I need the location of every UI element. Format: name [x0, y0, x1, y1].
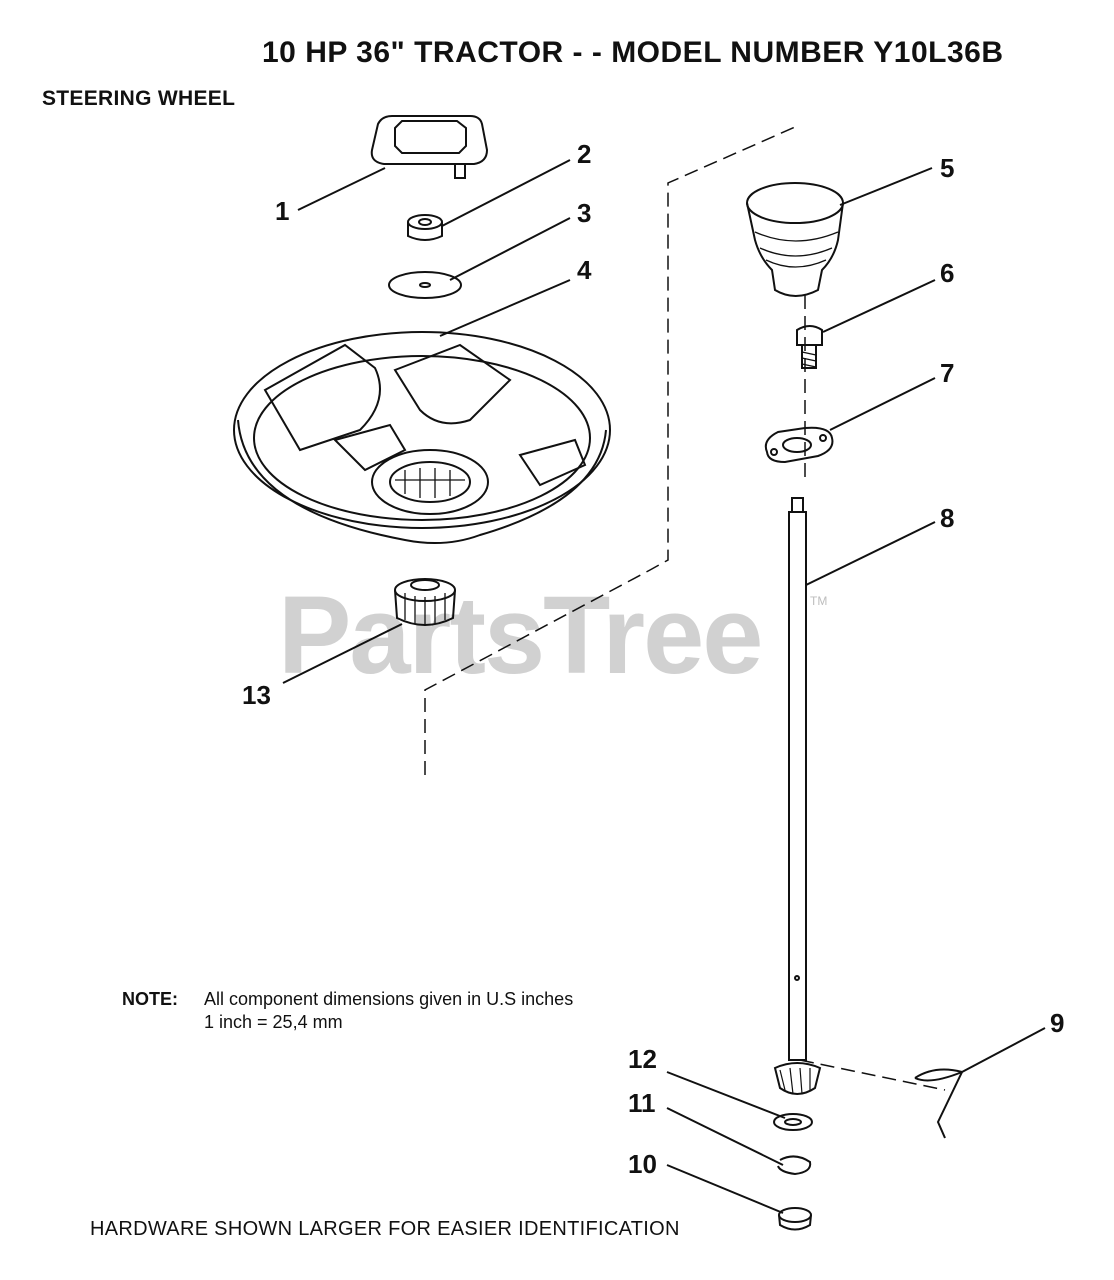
- steering-shaft-part: [788, 497, 807, 1061]
- leader-lines: [282, 159, 1046, 1214]
- callout-4: 4: [577, 255, 592, 285]
- note-label: NOTE:: [122, 989, 178, 1009]
- note-line-2: 1 inch = 25,4 mm: [204, 1012, 343, 1032]
- callout-5: 5: [940, 153, 954, 183]
- watermark-logo: PartsTree: [278, 574, 763, 697]
- flange-bearing-part: [764, 426, 834, 464]
- page-title: 10 HP 36" TRACTOR - - MODEL NUMBER Y10L3…: [262, 36, 1004, 69]
- watermark-trademark: TM: [810, 594, 828, 608]
- assembly-guide-lines: [424, 126, 946, 1091]
- e-ring-part: [777, 1155, 812, 1176]
- callout-2: 2: [577, 139, 591, 169]
- bolt-part: [796, 325, 823, 369]
- bracket-part: [914, 1068, 964, 1139]
- steering-wheel-part: [233, 331, 611, 544]
- callout-13: 13: [242, 680, 271, 710]
- steering-cap-part: [370, 115, 489, 179]
- callout-9: 9: [1050, 1008, 1064, 1038]
- callout-11: 11: [628, 1088, 656, 1118]
- steering-boot-part: [746, 182, 844, 297]
- splined-adapter-part: [394, 578, 456, 626]
- bushing-part: [773, 1113, 813, 1131]
- callout-12: 12: [628, 1044, 657, 1074]
- nut-part: [407, 214, 443, 241]
- callout-3: 3: [577, 198, 591, 228]
- end-cap-part: [778, 1207, 812, 1231]
- callout-10: 10: [628, 1149, 657, 1179]
- pinion-gear-part: [773, 1062, 822, 1095]
- dimension-note: NOTE: All component dimensions given in U…: [122, 988, 573, 1034]
- hardware-footnote: HARDWARE SHOWN LARGER FOR EASIER IDENTIF…: [90, 1218, 680, 1240]
- washer-part: [388, 271, 462, 299]
- callout-8: 8: [940, 503, 954, 533]
- callout-1: 1: [275, 196, 289, 226]
- section-title: STEERING WHEEL: [42, 87, 236, 110]
- callout-6: 6: [940, 258, 954, 288]
- callout-7: 7: [940, 358, 954, 388]
- note-line-1: All component dimensions given in U.S in…: [204, 989, 574, 1009]
